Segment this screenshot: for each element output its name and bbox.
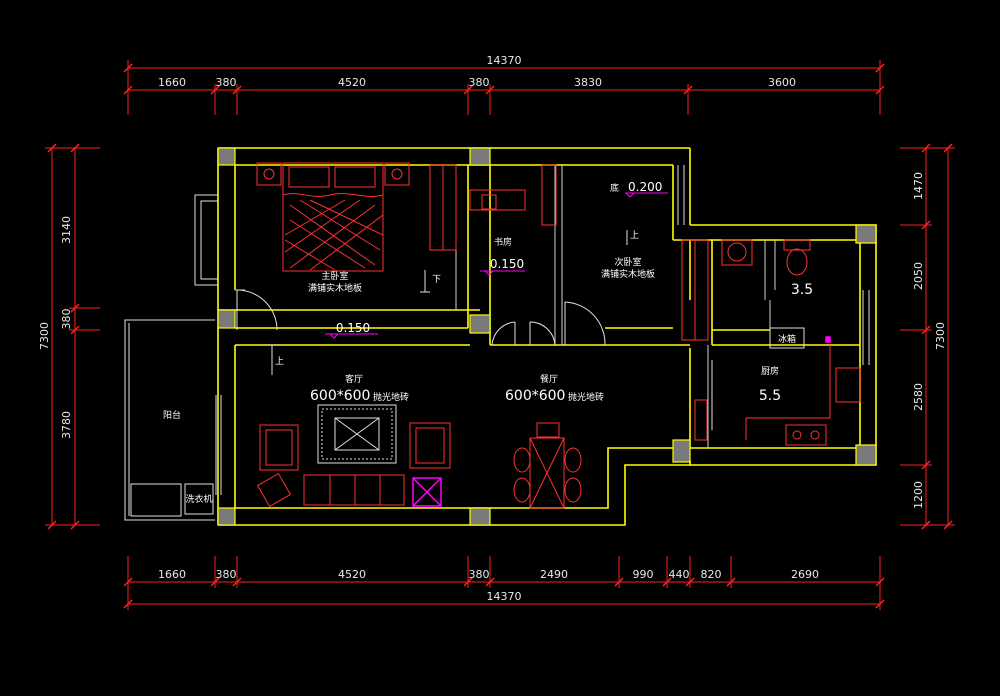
dining-tile-note: 抛光地砖 [568, 391, 604, 403]
magenta-marker [825, 336, 831, 343]
washbasin [721, 239, 753, 266]
dimension-lines [45, 60, 955, 610]
columns [217, 147, 877, 526]
partitions [235, 165, 776, 448]
column-1 [217, 147, 236, 166]
up-mark-bedroom: 上 [630, 230, 639, 241]
fridge-box [769, 327, 805, 349]
living-tile: 600*600 [310, 388, 370, 404]
balcony-outline [124, 194, 218, 521]
second-bedroom-name: 次卧室 [614, 256, 641, 268]
kitchen-sink [835, 367, 861, 403]
dim-top-4: 380 [469, 76, 490, 89]
living-tile-note: 抛光地砖 [373, 391, 409, 403]
second-bedroom-level-prefix: 底 [610, 182, 619, 194]
dining-name: 餐厅 [540, 373, 558, 385]
second-bedroom-note: 满铺实木地板 [601, 268, 655, 280]
dim-bottom-5: 2490 [540, 568, 568, 581]
kitchen-stove [785, 424, 827, 446]
corridor-level: 0.150 [336, 321, 370, 335]
dim-right-2: 2050 [912, 262, 925, 290]
column-6 [469, 507, 491, 526]
stair-arrows [267, 230, 628, 375]
dim-bottom-8: 820 [701, 568, 722, 581]
doors [236, 289, 713, 430]
toilet-tank [783, 239, 811, 251]
dim-bottom-2: 380 [216, 568, 237, 581]
dim-right-1: 1470 [912, 172, 925, 200]
dim-right-4: 1200 [912, 481, 925, 509]
dim-top-total: 14370 [487, 54, 522, 67]
master-bedroom-name: 主卧室 [321, 270, 348, 282]
dim-bottom-total: 14370 [487, 590, 522, 603]
dim-bottom-3: 4520 [338, 568, 366, 581]
up-mark-living: 上 [275, 356, 284, 367]
bathroom-area: 3.5 [791, 282, 813, 298]
study-level: 0.150 [490, 257, 524, 271]
column-2 [469, 147, 491, 166]
dim-right-3: 2580 [912, 383, 925, 411]
study-desk [469, 189, 526, 211]
master-bedroom-note: 满铺实木地板 [308, 282, 362, 294]
column-3 [217, 309, 236, 329]
dim-top-2: 380 [216, 76, 237, 89]
windows [215, 165, 870, 495]
kitchen-area: 5.5 [759, 388, 781, 404]
side-table-magenta [412, 477, 442, 507]
dim-left-3: 3780 [60, 411, 73, 439]
rug-coffee-table [317, 404, 397, 464]
dim-bottom-4: 380 [469, 568, 490, 581]
dim-top-3: 4520 [338, 76, 366, 89]
living-name: 客厅 [345, 373, 363, 385]
dim-right-total: 7300 [934, 322, 947, 350]
column-8 [855, 224, 877, 244]
dimension-labels: 14370 1660 380 4520 380 3830 3600 1660 3… [38, 54, 947, 603]
study-name: 书房 [494, 236, 512, 248]
dim-top-1: 1660 [158, 76, 186, 89]
column-9 [855, 444, 877, 466]
kitchen-name: 厨房 [761, 365, 779, 377]
dim-bottom-6: 990 [633, 568, 654, 581]
furniture [184, 162, 861, 515]
dim-left-2: 380 [60, 309, 73, 330]
column-5 [217, 507, 236, 526]
column-7 [672, 439, 691, 463]
down-mark: 下 [432, 275, 441, 285]
sofa-set [256, 422, 451, 508]
washer-label: 洗衣机 [185, 493, 212, 505]
dim-bottom-9: 2690 [791, 568, 819, 581]
dimension-ticks [47, 63, 953, 609]
dim-bottom-1: 1660 [158, 568, 186, 581]
fridge-label: 冰箱 [778, 333, 796, 345]
dining-set [513, 422, 582, 509]
dim-top-6: 3600 [768, 76, 796, 89]
tv-cabinet [694, 399, 708, 441]
dim-bottom-7: 440 [669, 568, 690, 581]
dim-left-1: 3140 [60, 216, 73, 244]
balcony-name: 阳台 [163, 409, 181, 421]
column-4 [469, 314, 491, 334]
kitchen-counter [745, 345, 831, 440]
study-shelf [541, 164, 557, 226]
dining-tile: 600*600 [505, 388, 565, 404]
level-markers [325, 192, 668, 339]
dim-left-total: 7300 [38, 322, 51, 350]
double-bed [256, 162, 410, 272]
study-chair [481, 194, 497, 210]
washer-box [184, 483, 214, 515]
dim-top-5: 3830 [574, 76, 602, 89]
magenta-items [412, 336, 831, 507]
room-labels: 主卧室 满铺实木地板 书房 0.150 底 0.200 次卧室 满铺实木地板 3… [163, 180, 813, 505]
toilet-bowl [786, 248, 808, 276]
second-bedroom-level: 0.200 [628, 180, 662, 194]
